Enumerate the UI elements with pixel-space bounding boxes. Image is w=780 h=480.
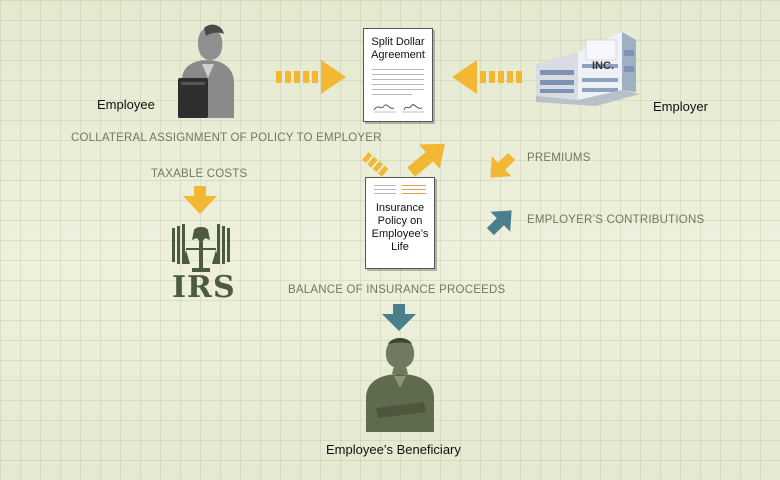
arrow-balance-proceeds [382,304,416,331]
policy-title-line1: Insurance [375,202,425,214]
employer-label: Employer [653,99,708,114]
arrow-employer-to-agreement [452,60,522,94]
split-dollar-agreement-doc: Split Dollar Agreement [363,28,433,122]
arrow-employee-to-agreement [276,60,346,94]
policy-title-line3: Employee’s [371,228,429,240]
insurance-policy-doc: Insurance Policy on Employee’s Life [365,177,435,269]
policy-title-line4: Life [391,241,409,253]
policy-title-line2: Policy on [377,215,423,227]
taxable-costs-label: TAXABLE COSTS [151,168,248,180]
agreement-title-line2: Agreement [371,49,425,61]
balance-proceeds-label: BALANCE OF INSURANCE PROCEEDS [288,284,506,296]
signature-icon [373,104,424,113]
irs-wordmark: IRS [172,270,236,305]
premiums-label: PREMIUMS [527,152,591,164]
agreement-title-line1: Split Dollar [371,36,425,48]
irs-eagle-icon [172,224,230,272]
employee-label: Employee [97,97,155,112]
arrow-premiums [490,152,516,178]
arrow-policy-to-agreement [407,143,445,177]
beneficiary-figure-icon [366,338,434,432]
arrow-taxable-costs [183,186,217,214]
company-sign: INC. [592,60,614,72]
beneficiary-label: Employee’s Beneficiary [326,442,461,457]
employer-building-icon [536,32,640,106]
arrow-agreement-to-policy [362,152,389,177]
arrow-employer-contributions [486,210,512,236]
collateral-assignment-label: COLLATERAL ASSIGNMENT OF POLICY TO EMPLO… [71,132,382,144]
employee-figure-icon [178,24,234,118]
employer-contributions-label: EMPLOYER’S CONTRIBUTIONS [527,214,705,226]
